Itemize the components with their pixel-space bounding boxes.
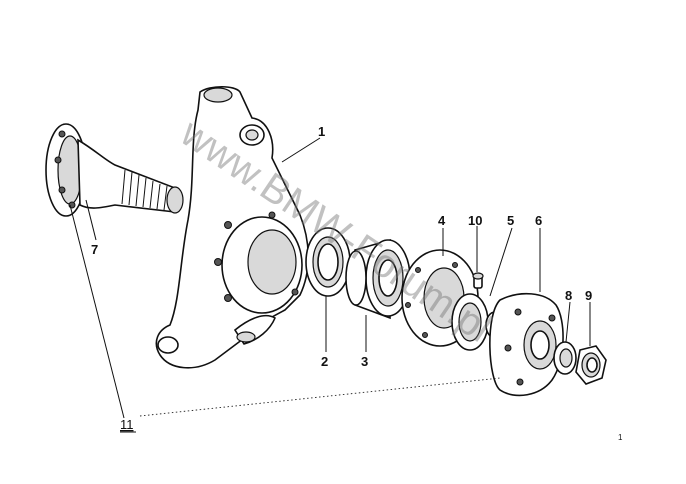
callout-5: 5 xyxy=(507,213,514,228)
spacer-ring xyxy=(451,293,505,351)
corner-mark: 1 xyxy=(618,433,623,442)
wheel-hub xyxy=(489,292,564,397)
seal-ring xyxy=(305,227,351,297)
callout-6: 6 xyxy=(535,213,542,228)
callout-3: 3 xyxy=(361,354,368,369)
wheel-bearing xyxy=(345,238,411,320)
collar-nut xyxy=(575,345,607,385)
callout-9: 9 xyxy=(585,288,592,303)
callout-2: 2 xyxy=(321,354,328,369)
bolt xyxy=(472,272,484,289)
callout-labels: 1 2 3 4 5 6 7 8 9 10 11 1 xyxy=(91,124,623,442)
stub-axle xyxy=(45,123,184,217)
steering-knuckle xyxy=(155,85,310,369)
callout-1: 1 xyxy=(318,124,325,139)
callout-10: 10 xyxy=(468,213,482,228)
leader-lines xyxy=(69,137,591,419)
callout-7: 7 xyxy=(91,242,98,257)
callout-4: 4 xyxy=(438,213,446,228)
washer xyxy=(553,341,577,375)
callout-11: 11 xyxy=(120,417,134,432)
callout-8: 8 xyxy=(565,288,572,303)
